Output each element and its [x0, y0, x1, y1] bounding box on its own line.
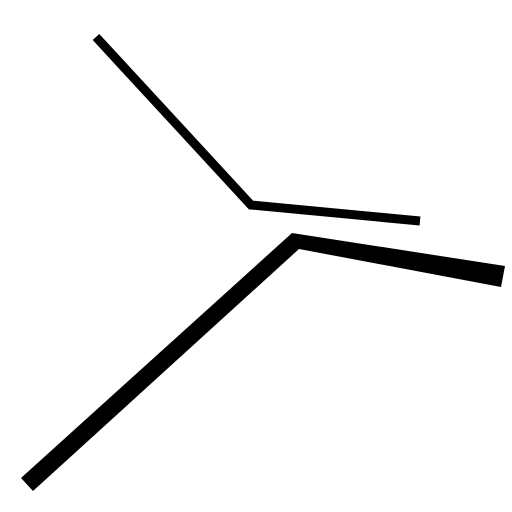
- thick-lower-polyline: [21, 233, 505, 491]
- thin-upper-polyline: [92, 33, 421, 226]
